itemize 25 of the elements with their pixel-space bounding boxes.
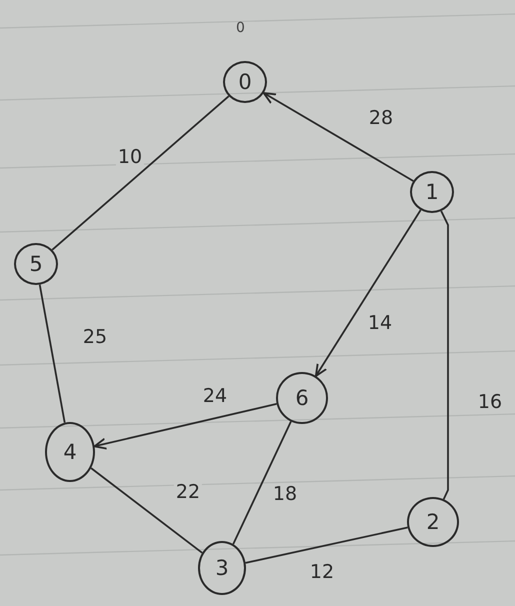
- vertex-note: 0: [236, 20, 245, 36]
- vertex-circle: [223, 61, 267, 103]
- connector: [232, 421, 292, 545]
- edge-label: 10: [116, 147, 144, 167]
- vertex-circle: [276, 372, 328, 424]
- connector: [52, 95, 230, 251]
- vertex-circle: [14, 243, 58, 285]
- vertex-label: 4: [63, 440, 77, 464]
- connector: [38, 284, 66, 423]
- vertex-label: 6: [295, 386, 309, 410]
- vertex-circle: [45, 422, 95, 482]
- vertex-circle: [198, 541, 246, 595]
- vertex-label: 1: [425, 180, 439, 204]
- vertex-circle: [410, 171, 454, 213]
- vertex-label: 0: [238, 70, 252, 94]
- connector: [245, 526, 408, 564]
- vertex-label: 5: [29, 252, 43, 276]
- vertex-label: 3: [215, 556, 229, 580]
- vertex-label: 2: [426, 510, 440, 534]
- connector: [262, 92, 414, 182]
- connector: [94, 403, 277, 450]
- connector: [314, 210, 422, 377]
- vertex-circle: [407, 497, 459, 547]
- connector: [440, 210, 449, 500]
- connector: [90, 467, 203, 554]
